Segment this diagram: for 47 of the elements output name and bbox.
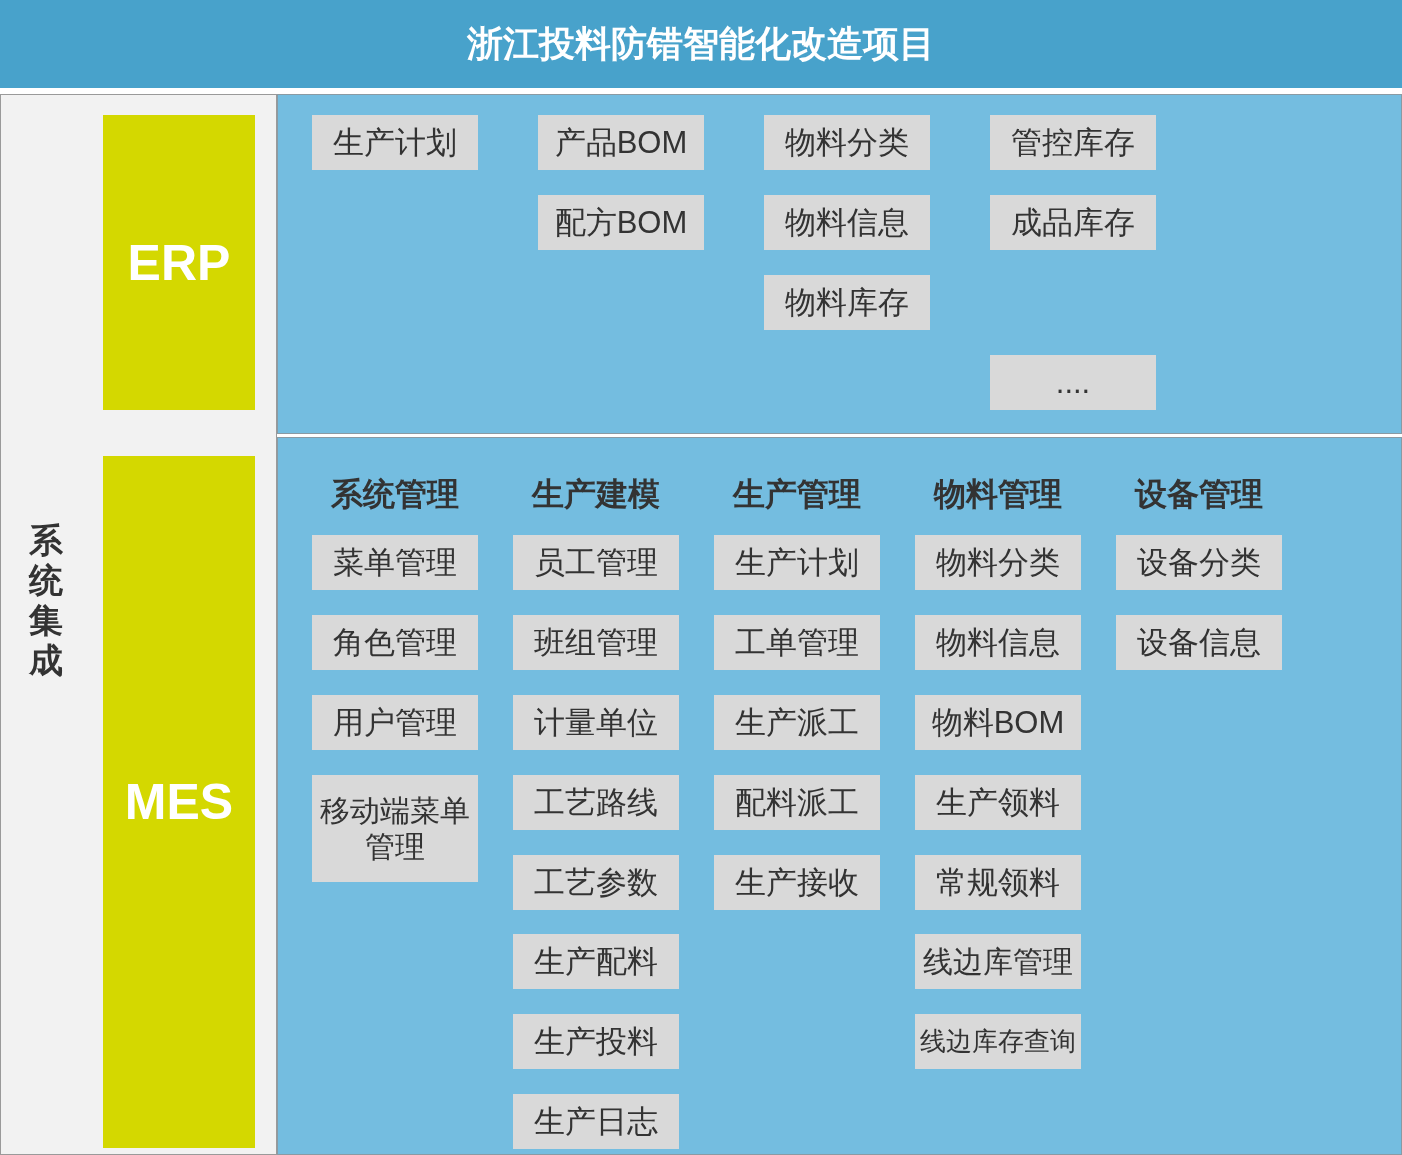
column-heading: 生产管理 [733, 475, 861, 514]
module-panel [277, 94, 1402, 434]
function-tile: .... [990, 355, 1156, 410]
function-tile: 工艺参数 [513, 855, 679, 910]
function-tile: 菜单管理 [312, 535, 478, 590]
module-panel [277, 437, 1402, 1155]
function-tile: 员工管理 [513, 535, 679, 590]
function-tile: 物料库存 [764, 275, 930, 330]
function-tile: 生产配料 [513, 934, 679, 989]
function-tile: 配方BOM [538, 195, 704, 250]
function-tile: 物料分类 [915, 535, 1081, 590]
function-tile: 物料BOM [915, 695, 1081, 750]
function-tile: 生产计划 [714, 535, 880, 590]
function-tile: 常规领料 [915, 855, 1081, 910]
function-tile: 物料信息 [764, 195, 930, 250]
function-tile: 线边库管理 [915, 934, 1081, 989]
function-tile: 用户管理 [312, 695, 478, 750]
module-bar: MES [103, 456, 255, 1148]
column-heading: 系统管理 [331, 475, 459, 514]
function-tile: 线边库存查询 [915, 1014, 1081, 1069]
function-tile: 工艺路线 [513, 775, 679, 830]
function-tile: 班组管理 [513, 615, 679, 670]
title-banner: 浙江投料防错智能化改造项目 [0, 0, 1402, 88]
column-heading: 物料管理 [934, 475, 1062, 514]
module-bar: ERP [103, 115, 255, 410]
function-tile: 产品BOM [538, 115, 704, 170]
function-tile: 配料派工 [714, 775, 880, 830]
function-tile: 生产派工 [714, 695, 880, 750]
column-heading: 生产建模 [532, 475, 660, 514]
function-tile: 物料信息 [915, 615, 1081, 670]
column-heading: 设备管理 [1135, 475, 1263, 514]
vertical-heading: 系统集成 [28, 520, 64, 680]
function-tile: 生产领料 [915, 775, 1081, 830]
function-tile: 成品库存 [990, 195, 1156, 250]
function-tile: 管控库存 [990, 115, 1156, 170]
function-tile: 工单管理 [714, 615, 880, 670]
function-tile: 移动端菜单管理 [312, 775, 478, 882]
function-tile: 角色管理 [312, 615, 478, 670]
function-tile: 生产接收 [714, 855, 880, 910]
function-tile: 计量单位 [513, 695, 679, 750]
function-tile: 设备分类 [1116, 535, 1282, 590]
side-panel [0, 94, 277, 1155]
function-tile: 生产日志 [513, 1094, 679, 1149]
function-tile: 生产计划 [312, 115, 478, 170]
function-tile: 设备信息 [1116, 615, 1282, 670]
function-tile: 生产投料 [513, 1014, 679, 1069]
function-tile: 物料分类 [764, 115, 930, 170]
